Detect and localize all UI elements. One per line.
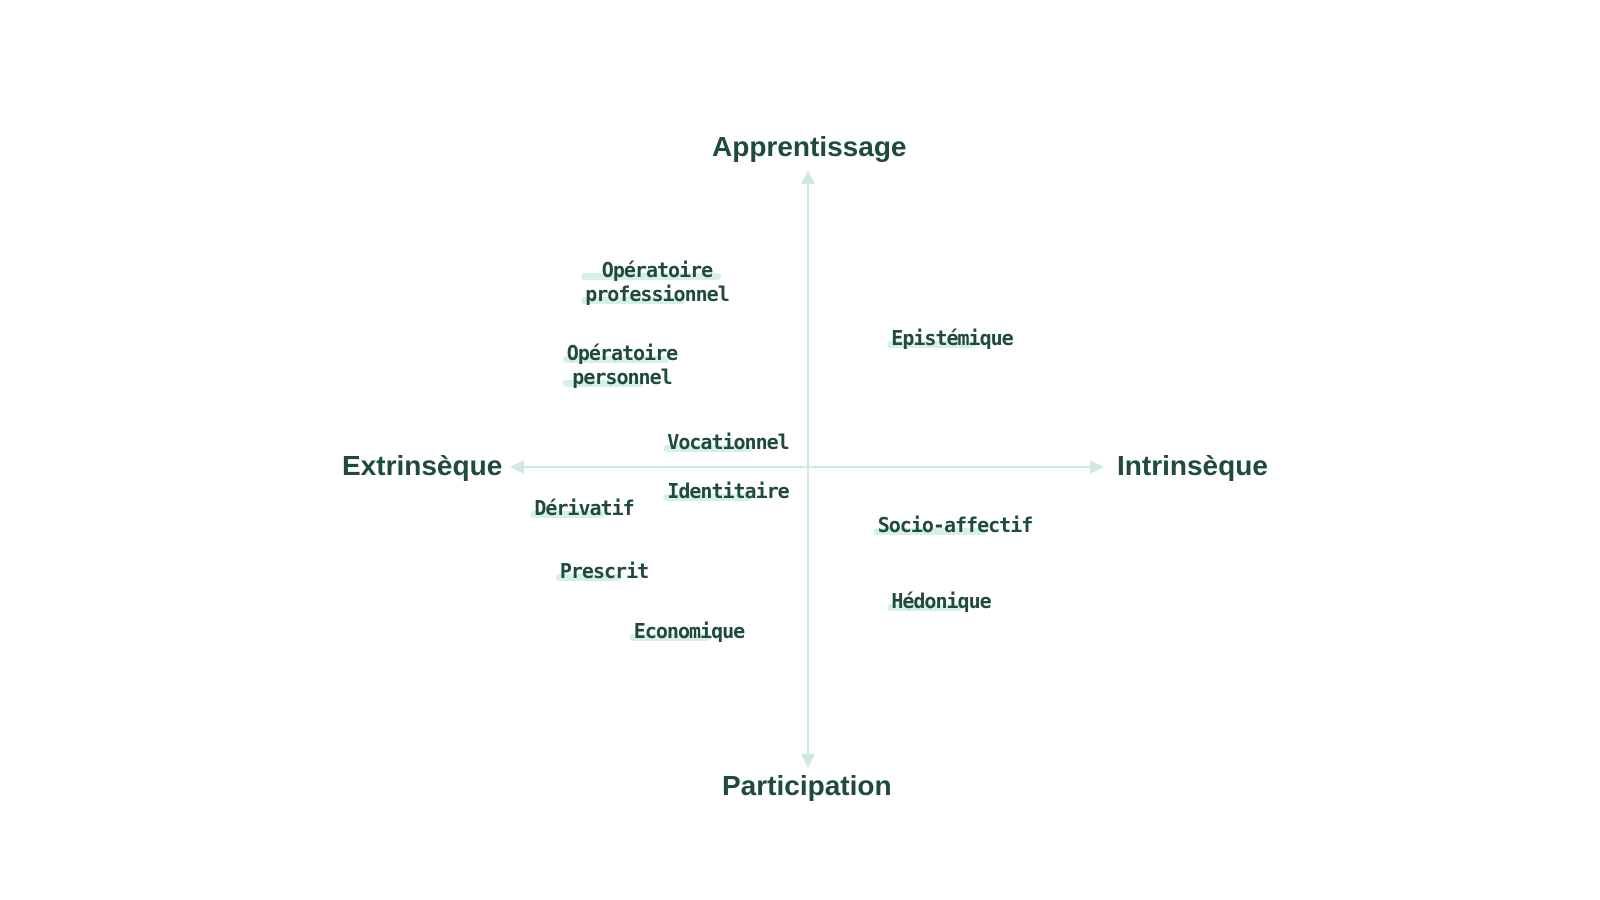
- item-line: Hédonique: [887, 589, 992, 613]
- item-line: Opératoire: [581, 258, 729, 282]
- item-epistemique: Epistémique: [887, 326, 1014, 350]
- item-line: Economique: [629, 619, 745, 643]
- arrow-right-icon: [1090, 460, 1104, 474]
- item-hedonique: Hédonique: [887, 589, 992, 613]
- axis-label-left: Extrinsèque: [342, 450, 503, 481]
- axis-label-right: Intrinsèque: [1117, 450, 1268, 481]
- horizontal-axis: [520, 466, 1090, 468]
- item-derivatif: Dérivatif: [530, 496, 635, 520]
- item-line: Epistémique: [887, 326, 1014, 350]
- item-prescrit: Prescrit: [555, 559, 649, 583]
- item-operatoire-personnel: Opératoire personnel: [562, 341, 678, 389]
- arrow-left-icon: [510, 460, 524, 474]
- axis-label-bottom: Participation: [722, 770, 892, 801]
- item-line: Opératoire: [562, 341, 678, 365]
- item-economique: Economique: [629, 619, 745, 643]
- item-line: professionnel: [581, 282, 730, 306]
- item-vocationnel: Vocationnel: [663, 430, 790, 454]
- axis-label-top: Apprentissage: [712, 131, 907, 162]
- item-line: Vocationnel: [663, 430, 790, 454]
- item-identitaire: Identitaire: [663, 479, 790, 503]
- arrow-down-icon: [801, 754, 815, 768]
- item-line: Dérivatif: [530, 496, 635, 520]
- vertical-axis: [807, 184, 809, 754]
- item-line: Prescrit: [555, 559, 649, 583]
- item-line: Identitaire: [663, 479, 790, 503]
- item-line: personnel: [562, 365, 677, 389]
- item-socio-affectif: Socio-affectif: [873, 513, 1033, 537]
- item-line: Socio-affectif: [873, 513, 1033, 537]
- arrow-up-icon: [801, 170, 815, 184]
- item-operatoire-professionnel: Opératoire professionnel: [581, 258, 730, 306]
